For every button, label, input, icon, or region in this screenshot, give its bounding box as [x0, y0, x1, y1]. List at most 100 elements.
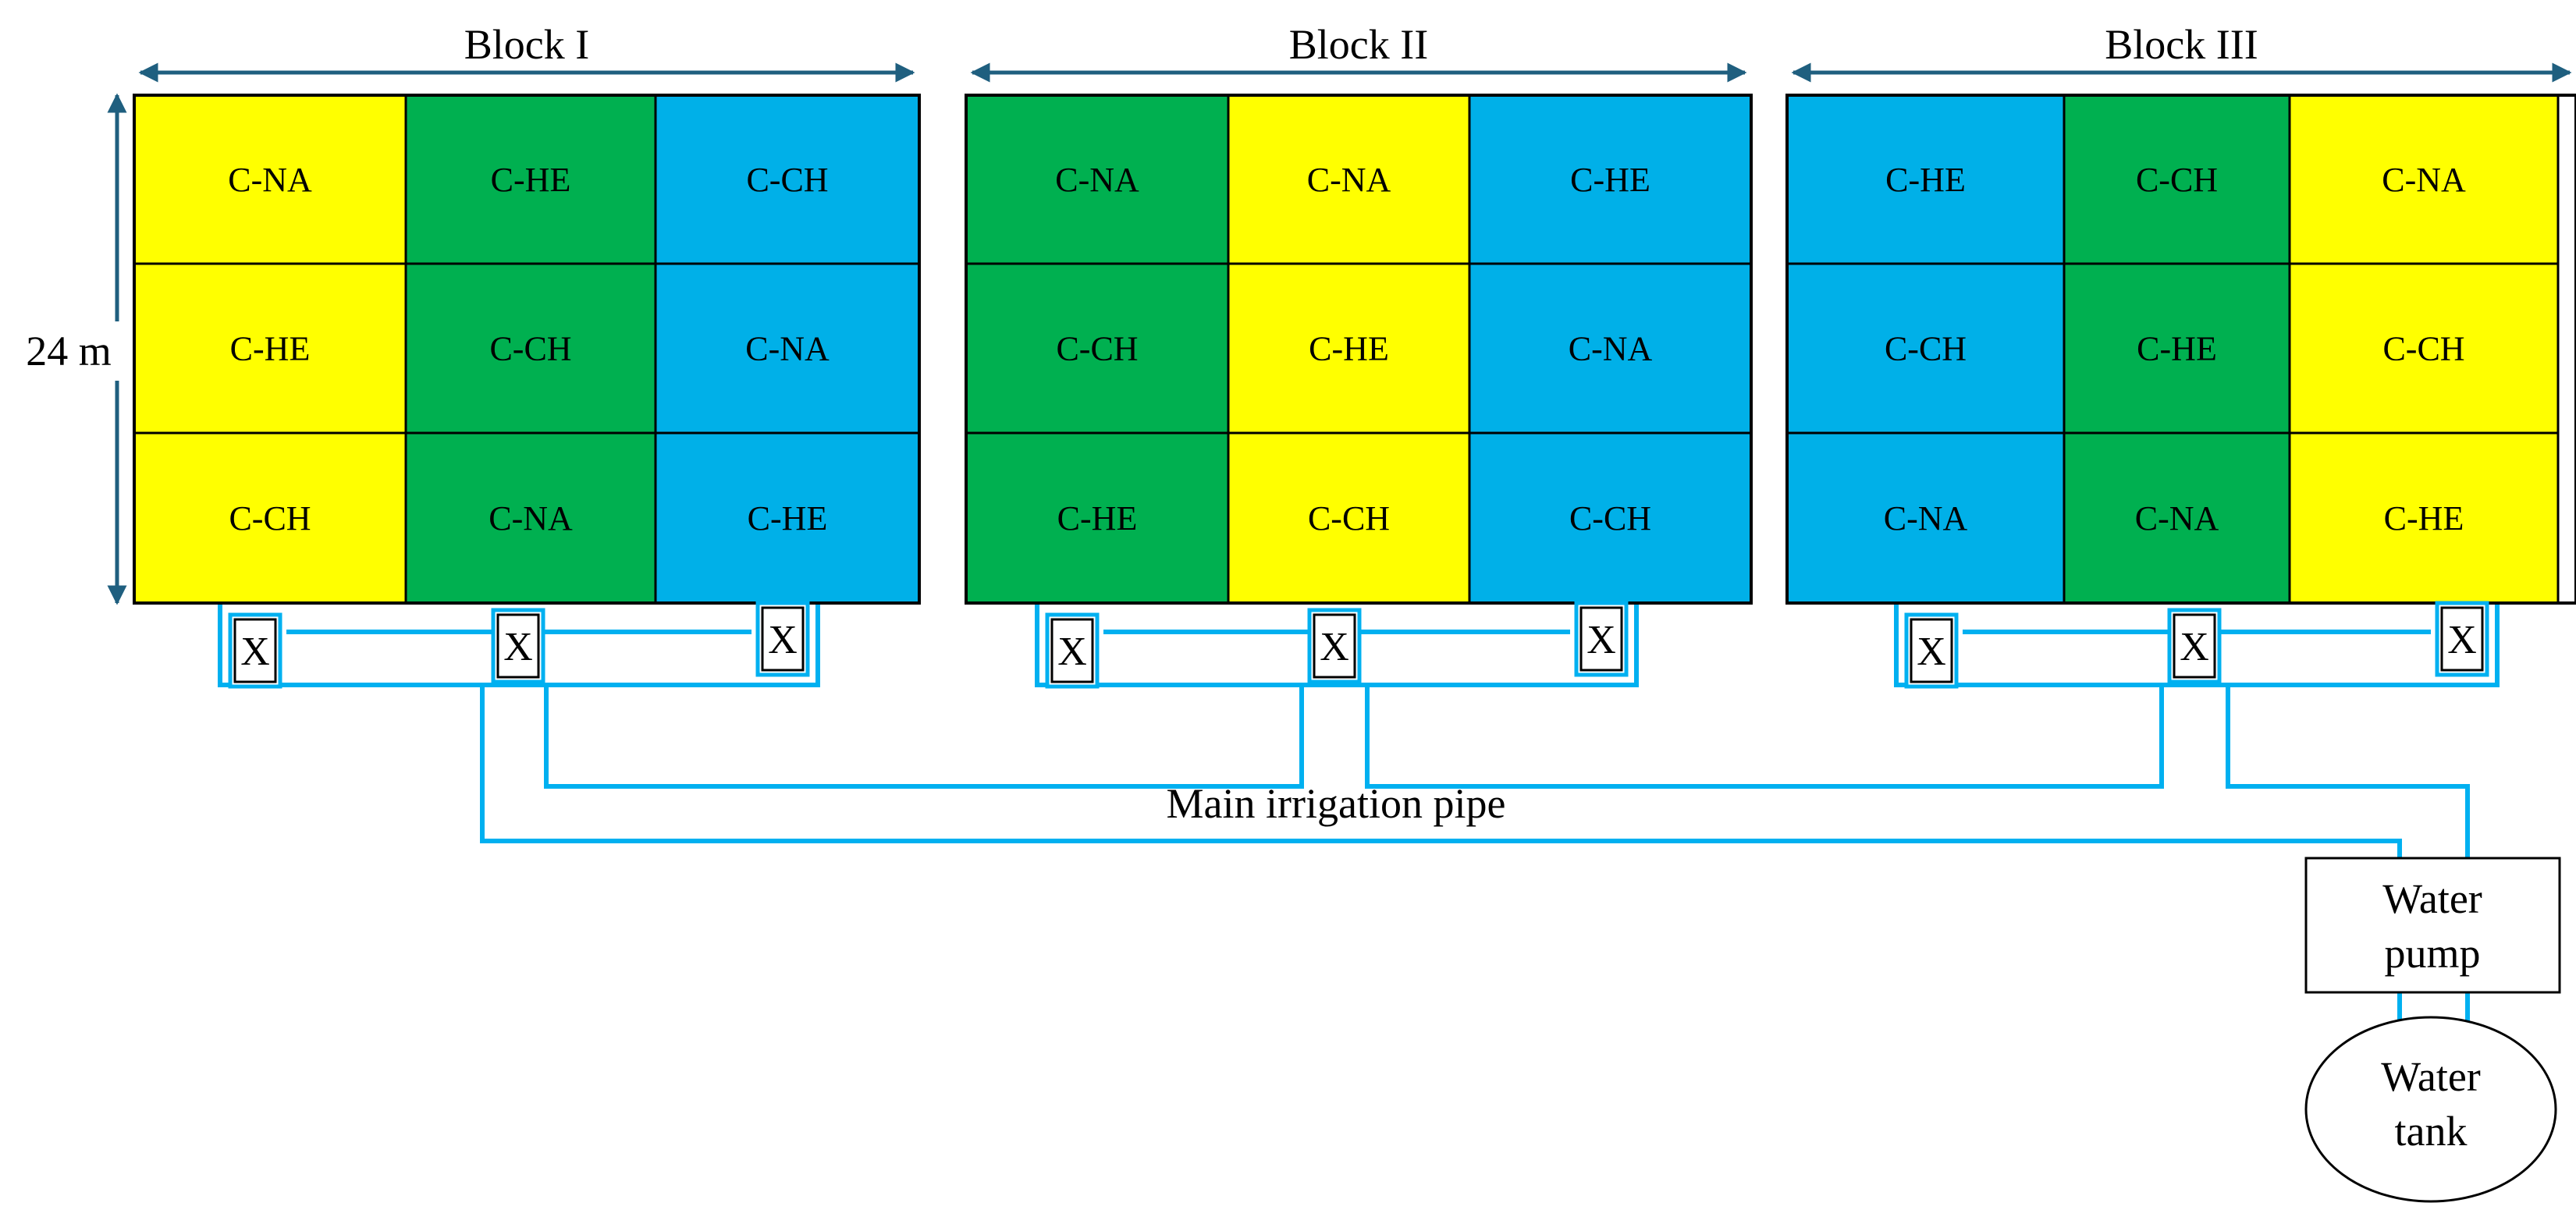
valve-inner [761, 606, 805, 672]
block-1: Block I C-NA C-HE C-CH C-HE C-CH C-NA C-CH C-NA C… [133, 21, 921, 689]
plot-cell: C-NA [1468, 262, 1753, 435]
block-3: Block III C-HE C-CH C-NA C-CH C-HE C-CH C-NA C-N… [1785, 21, 2576, 689]
valve-label: X [768, 618, 798, 662]
plot-treatment-label: C-CH [746, 161, 828, 199]
plot-treatment-label: C-NA [489, 499, 573, 538]
valve-label: X [1320, 625, 1349, 669]
block-title: Block I [464, 21, 589, 68]
water-tank-ellipse [2304, 1016, 2557, 1203]
plot-cell-fill [965, 431, 1230, 605]
plot-cell-fill [654, 94, 921, 265]
plot-treatment-label: C-NA [2135, 499, 2219, 538]
plot-cell: C-CH [965, 262, 1230, 435]
plot-treatment-label: C-NA [745, 330, 830, 368]
plot-cell: C-NA [1227, 94, 1471, 265]
block-border [133, 94, 921, 605]
valve-inner [1313, 613, 1356, 679]
water-pump-label: pump [2384, 930, 2480, 977]
valve-label: X [1586, 618, 1616, 662]
plot-cell: C-NA [2063, 431, 2291, 605]
plot-cell-fill [404, 431, 657, 605]
plot-treatment-label: C-HE [1309, 330, 1389, 368]
plot-treatment-label: C-CH [489, 330, 571, 368]
blocks: Block I C-NA C-HE C-CH C-HE C-CH C-NA C-CH C-NA C… [133, 21, 2576, 689]
valve-box: X [228, 612, 282, 689]
plot-treatment-label: C-HE [491, 161, 571, 199]
plot-cell-fill [404, 94, 657, 265]
valve-inner [1910, 618, 1953, 683]
plot-treatment-label: C-HE [2137, 330, 2217, 368]
plot-treatment-label: C-HE [1885, 161, 1966, 199]
plot-cell: C-HE [654, 431, 921, 605]
valve-label: X [1917, 630, 1946, 674]
plot-treatment-label: C-HE [230, 330, 311, 368]
plot-treatment-label: C-CH [229, 499, 311, 538]
plot-treatment-label: C-NA [1884, 499, 1968, 538]
dimension-label-bg [14, 321, 123, 381]
plot-cell-fill [2063, 262, 2291, 435]
plot-cell-fill [1468, 94, 1753, 265]
valve-box: X [755, 601, 810, 677]
plot-cell: C-CH [1227, 431, 1471, 605]
plot-cell: C-HE [2063, 262, 2291, 435]
plot-cell-fill [1227, 94, 1471, 265]
plot-cell-fill [2063, 94, 2291, 265]
plot-treatment-label: C-NA [1569, 330, 1653, 368]
plot-treatment-label: C-CH [2382, 330, 2464, 368]
valve-box: X [2167, 608, 2222, 684]
plot-cell-fill [2288, 94, 2560, 265]
plot-cell: C-CH [654, 94, 921, 265]
plot-treatment-label: C-CH [1056, 330, 1138, 368]
plot-treatment-label: C-NA [228, 161, 312, 199]
valve-inner [2173, 613, 2216, 679]
plot-treatment-label: C-NA [2382, 161, 2466, 199]
valve-box: X [491, 608, 545, 684]
plot-cell-fill [1785, 431, 2066, 605]
plot-cell: C-CH [2288, 262, 2560, 435]
plot-cell: C-CH [404, 262, 657, 435]
plot-treatment-label: C-HE [748, 499, 828, 538]
main-irrigation-pipe-label: Main irrigation pipe [1167, 780, 1506, 827]
plot-cell: C-HE [965, 431, 1230, 605]
plot-cell-fill [2063, 431, 2291, 605]
block-title: Block II [1289, 21, 1428, 68]
valve-inner [1050, 618, 1094, 683]
plot-cell-fill [1227, 431, 1471, 605]
plot-cell: C-NA [654, 262, 921, 435]
valve-box: X [1904, 612, 1959, 689]
main-pipe-block-1 [480, 685, 2402, 858]
valve-box: X [1307, 608, 1362, 684]
plot-cell-fill [1785, 94, 2066, 265]
plot-treatment-label: C-NA [1055, 161, 1139, 199]
plot-cell: C-HE [1227, 262, 1471, 435]
plot-cell: C-NA [404, 431, 657, 605]
plot-cell-fill [133, 94, 407, 265]
plot-treatment-label: C-CH [1569, 499, 1651, 538]
plot-treatment-label: C-HE [1570, 161, 1650, 199]
plot-cell: C-HE [133, 262, 407, 435]
pipe-block-3-pump [2226, 685, 2470, 858]
plot-treatment-label: C-NA [1307, 161, 1391, 199]
plot-treatment-label: C-CH [2136, 161, 2218, 199]
dimension-label: 24 m [26, 328, 112, 374]
plot-cell: C-CH [1785, 262, 2066, 435]
pipe-block-1-2 [544, 685, 1304, 789]
block-title: Block III [2105, 21, 2258, 68]
plot-cell-fill [1785, 262, 2066, 435]
plot-cell: C-NA [965, 94, 1230, 265]
valve-inner [233, 618, 277, 683]
valve-label: X [2180, 625, 2209, 669]
plot-cell: C-NA [133, 94, 407, 265]
plot-treatment-label: C-HE [1057, 499, 1138, 538]
pipe-block-2-3 [1365, 685, 2164, 789]
water-tank-label: Water [2381, 1053, 2481, 1100]
valve-inner [1579, 606, 1623, 672]
valve-box: X [1574, 601, 1629, 677]
valve-inner [2440, 606, 2484, 672]
dimension-annotations: 24 m [14, 93, 127, 605]
valve-label: X [2447, 618, 2477, 662]
